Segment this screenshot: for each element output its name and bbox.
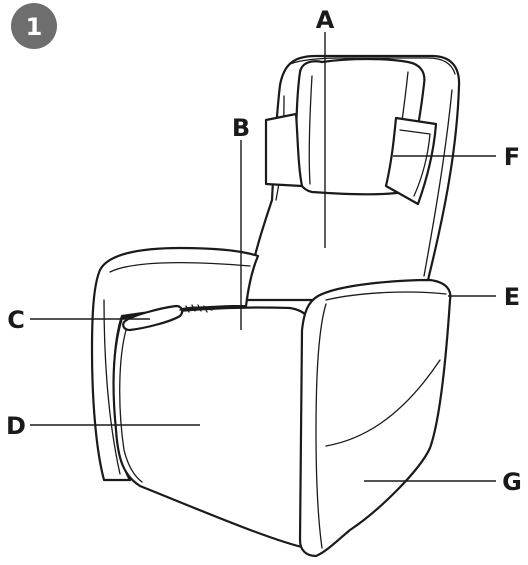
label-d: D — [6, 412, 26, 440]
label-f: F — [504, 143, 520, 171]
label-e: E — [504, 283, 520, 311]
right-armrest-panel-line — [325, 359, 441, 447]
label-b: B — [232, 114, 250, 142]
step-badge-circle — [11, 3, 57, 49]
right-armrest-front-seam — [315, 303, 327, 549]
remote-cable-coil — [185, 304, 208, 313]
label-g: G — [502, 468, 522, 496]
remote-control — [122, 304, 213, 332]
label-a: A — [316, 6, 335, 34]
leader-lines — [30, 32, 496, 482]
seat-front-seam — [119, 329, 143, 483]
remote-body — [122, 304, 184, 332]
headrest-wing-right — [384, 116, 438, 206]
seat-front — [112, 306, 314, 550]
headrest-wing-left — [264, 112, 304, 188]
backrest-top-rim — [289, 57, 456, 75]
right-armrest — [298, 278, 452, 558]
left-armrest-seam — [103, 262, 251, 475]
remote-cable — [179, 306, 213, 311]
callout-labels: A B C D E F G — [6, 6, 522, 496]
chair-drawing — [90, 54, 461, 558]
step-badge: 1 — [11, 3, 57, 49]
wing-right-inner — [399, 129, 431, 197]
right-armrest-top-seam — [325, 291, 447, 301]
backrest-seam-right — [423, 89, 453, 277]
label-c: C — [7, 306, 25, 334]
step-badge-number: 1 — [26, 13, 43, 41]
